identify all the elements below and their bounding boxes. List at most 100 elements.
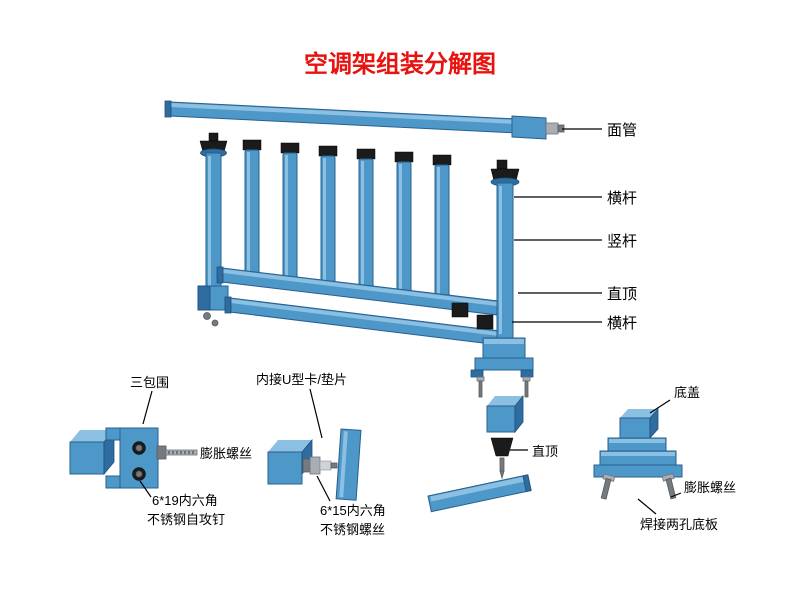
- anchor-screw-left: [600, 473, 616, 500]
- basecover-plate-2-highlight: [609, 439, 665, 443]
- left-post-bolt: [203, 312, 211, 320]
- lower-rail-left-cap: [224, 296, 232, 314]
- baluster-highlight: [323, 158, 326, 281]
- uclip-cube-top: [268, 440, 312, 452]
- left-post-clamp-side: [197, 285, 211, 311]
- baluster: [242, 139, 262, 283]
- top-rail-connector: [545, 122, 559, 135]
- label-digai: 底盖: [674, 385, 700, 400]
- zhiding-cube-side: [514, 394, 524, 434]
- zhiding-cube-top: [487, 396, 523, 406]
- label-sanbaowei: 三包围: [130, 375, 169, 390]
- base-screw-head: [476, 376, 485, 382]
- zhiding-screw: [499, 457, 505, 472]
- label-expansion-screw-right: 膨胀螺丝: [684, 480, 736, 495]
- label-hex619-line1: 6*19内六角: [152, 493, 218, 508]
- uclip-connector-body: [309, 456, 321, 475]
- top-rail-left-cap: [164, 100, 172, 118]
- leader-line: [670, 492, 682, 498]
- page-title: 空调架组装分解图: [304, 50, 496, 78]
- right-post-base-flange: [474, 357, 534, 371]
- baluster: [356, 148, 376, 296]
- uclip-washer: [319, 460, 332, 471]
- anchor-screw-right: [661, 473, 677, 500]
- balusters: [242, 139, 452, 305]
- baluster: [394, 151, 414, 301]
- top-rail-highlight: [171, 103, 537, 125]
- top-rail-sleeve: [511, 115, 547, 140]
- clamp-bolt-center: [135, 444, 143, 452]
- baluster-cap: [394, 151, 414, 163]
- left-post: [197, 132, 229, 327]
- uclip-cube-front: [267, 451, 303, 485]
- loose-beam-highlight: [430, 476, 528, 502]
- anchor-screw-shaft: [600, 478, 612, 500]
- base-screw-shaft: [478, 380, 483, 398]
- baluster-cap: [280, 142, 300, 154]
- upper-rail-left-cap: [216, 266, 224, 284]
- clamp-cube-front: [69, 441, 105, 475]
- baluster: [280, 142, 300, 287]
- baluster-highlight: [285, 155, 288, 276]
- leader-line: [309, 388, 323, 439]
- label-zhiding-right: 直顶: [607, 286, 637, 303]
- right-post: [470, 159, 534, 480]
- base-screw-head: [522, 376, 531, 382]
- baluster: [318, 145, 338, 292]
- leader-line: [316, 475, 331, 502]
- clamp-bottom-arm: [105, 475, 121, 489]
- basecover-plate-3-highlight: [601, 452, 675, 456]
- right-post-base-foot: [470, 369, 484, 378]
- clamp-bolt-center: [135, 470, 143, 478]
- basecover-bottom-plate: [593, 464, 683, 478]
- clamp-cube-top: [70, 430, 114, 442]
- label-hex619-line2: 不锈钢自攻钉: [147, 512, 225, 527]
- right-post-knob: [496, 159, 508, 170]
- zhiding-label-group: 直顶: [510, 444, 558, 459]
- leader-line: [649, 399, 671, 414]
- clamp-top-arm: [105, 427, 121, 441]
- base-cover-detail: 底盖 膨胀螺丝 焊接两孔底板: [593, 385, 736, 532]
- right-post-rail-connector: [476, 314, 494, 330]
- label-expansion-screw-left: 膨胀螺丝: [200, 446, 252, 461]
- basecover-cube-top: [620, 409, 658, 418]
- label-hex615-line1: 6*15内六角: [320, 503, 386, 518]
- baluster-cap: [432, 154, 452, 166]
- zhiding-black-cap: [490, 437, 514, 457]
- right-post-highlight: [499, 186, 502, 334]
- rail-connector-block: [451, 302, 469, 318]
- anchor-screw-shaft: [665, 477, 677, 500]
- label-henggan-1: 横杆: [607, 190, 637, 207]
- label-zhiding-bottom: 直顶: [532, 444, 558, 459]
- zhiding-screw-tip: [499, 470, 505, 480]
- baluster-cap: [242, 139, 262, 151]
- baluster-highlight: [399, 164, 402, 290]
- right-post-base-box-highlight: [484, 339, 524, 344]
- left-post-knob: [208, 132, 219, 143]
- uclip-bar-highlight: [339, 431, 348, 498]
- upper-rail-highlight: [223, 269, 505, 307]
- lower-rail-highlight: [231, 299, 507, 337]
- zhiding-cube-front: [486, 405, 516, 433]
- clamp-detail: 三包围 膨胀螺丝 6*19内六角 不锈钢自攻钉: [69, 375, 252, 527]
- uclip-screw-tip: [330, 462, 338, 469]
- top-rail: [164, 100, 565, 140]
- label-mianguan: 面管: [607, 122, 637, 139]
- baluster-highlight: [437, 167, 440, 294]
- baluster-highlight: [247, 152, 250, 272]
- leader-line: [142, 390, 153, 425]
- uclip-bar: [335, 428, 362, 501]
- leader-line: [139, 480, 152, 498]
- loose-beam-part: [427, 474, 532, 513]
- baluster-cap: [318, 145, 338, 157]
- left-post-bolt: [211, 319, 219, 327]
- expansion-screw-head: [156, 445, 167, 460]
- label-henggan-2: 横杆: [607, 315, 637, 332]
- loose-beam-end: [522, 474, 532, 492]
- label-hex615-line2: 不锈钢螺丝: [320, 522, 385, 537]
- label-u-clip: 内接U型卡/垫片: [256, 372, 347, 387]
- label-weld-plate: 焊接两孔底板: [640, 517, 718, 532]
- baluster: [432, 154, 452, 305]
